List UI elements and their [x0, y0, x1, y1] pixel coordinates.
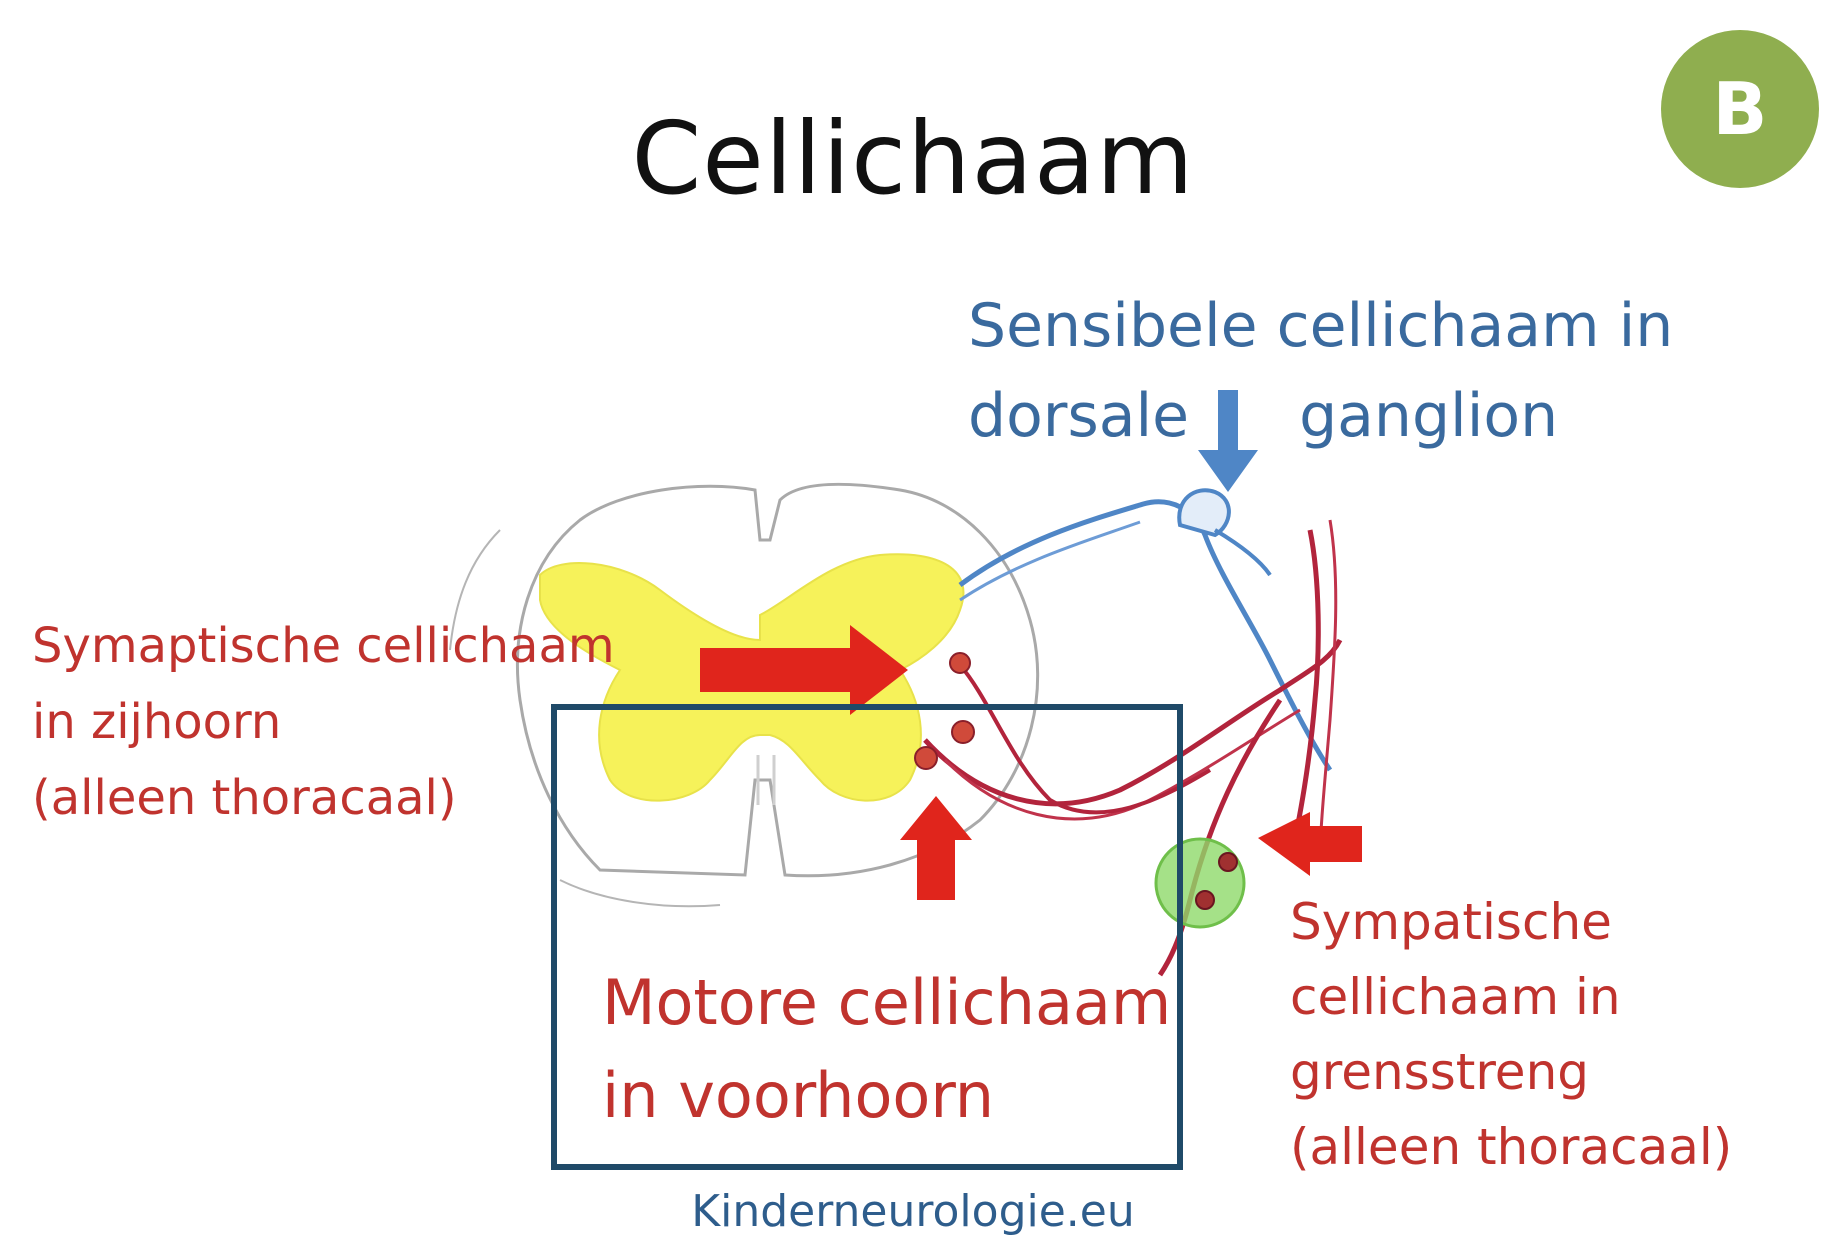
motor-fiber: [923, 638, 1343, 807]
anterior-horn-cell: [951, 720, 975, 744]
highlight-frame: [551, 704, 1183, 1170]
label-line: grensstreng: [1290, 1043, 1589, 1101]
dorsal-root-ganglion: [1177, 488, 1231, 538]
sensory-root: [958, 499, 1333, 772]
label-word: ganglion: [1299, 381, 1559, 451]
section-badge: B: [1661, 30, 1819, 188]
label-line: in voorhoorn: [602, 1059, 995, 1132]
label-line: cellichaam in: [1290, 968, 1621, 1026]
arrow-to-sympathetic-chain: [1258, 812, 1362, 876]
label-line: in zijhoorn: [32, 694, 282, 750]
label-motor-anterior-horn: Motore cellichaam in voorhoorn: [602, 972, 1171, 1158]
label-line: Symaptische cellichaam: [32, 618, 615, 674]
lateral-horn-cell: [949, 652, 971, 674]
arrow-to-lateral-horn: [700, 625, 908, 715]
anterior-horn-cell: [914, 746, 938, 770]
label-line: Sensibele cellichaam in: [968, 291, 1674, 361]
label-line: Motore cellichaam: [602, 966, 1172, 1039]
label-sympathetic-chain: Sympatische cellichaam in grensstreng (a…: [1290, 897, 1732, 1197]
page-title: Cellichaam: [631, 100, 1195, 217]
label-line: (alleen thoracaal): [32, 770, 457, 826]
source-credit: Kinderneurologie.eu: [691, 1186, 1135, 1237]
label-word: dorsale: [968, 381, 1190, 451]
arrow-to-anterior-horn: [900, 796, 972, 900]
label-line: Sympatische: [1290, 893, 1612, 951]
chain-ganglion-cell: [1218, 852, 1238, 872]
label-line: (alleen thoracaal): [1290, 1118, 1733, 1176]
label-sympathetic-lateral-horn: Symaptische cellichaam in zijhoorn (alle…: [32, 622, 615, 850]
arrow-to-dorsal-ganglion: [1198, 390, 1258, 492]
chain-ganglion-cell: [1195, 890, 1215, 910]
